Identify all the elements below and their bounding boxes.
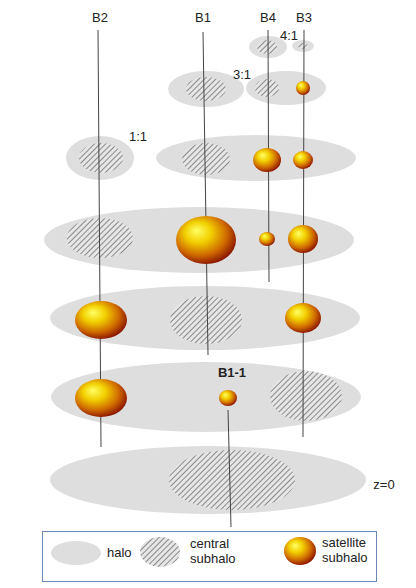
ratio-label: 3:1	[233, 68, 251, 83]
ratio-label: 4:1	[280, 29, 298, 44]
satellite-subhalo	[75, 301, 127, 339]
legend-text: satellite subhalo	[322, 536, 376, 566]
satellite-subhalo-sample	[284, 537, 316, 565]
central-subhalo	[169, 450, 295, 510]
central-subhalo	[182, 143, 230, 175]
satellite-subhalo	[288, 225, 318, 253]
satellite-subhalo	[296, 81, 310, 95]
redshift-label: z=0	[373, 478, 394, 493]
branch-label: B1	[195, 11, 211, 26]
satellite-subhalo	[176, 216, 236, 264]
central-subhalo	[257, 40, 277, 54]
central-subhalo	[170, 296, 242, 344]
branch-line	[228, 410, 231, 527]
legend-text: halo	[107, 546, 132, 561]
halo-ellipse	[50, 446, 366, 514]
satellite-subhalo	[293, 151, 313, 169]
central-subhalo	[186, 77, 226, 101]
satellite-subhalo	[75, 379, 127, 417]
satellite-subhalo	[253, 148, 281, 172]
branch-line	[203, 32, 208, 355]
branch-label: B4	[260, 11, 276, 26]
halo-ellipse	[51, 362, 361, 432]
central-subhalo-sample	[140, 537, 180, 567]
branch-label: B3	[296, 11, 312, 26]
halo-ellipse	[246, 71, 326, 105]
satellite-subhalo	[219, 390, 237, 406]
branch-label: B2	[92, 11, 108, 26]
legend-text: central subhalo	[190, 537, 252, 567]
central-subhalo	[79, 143, 123, 173]
halo-ellipse	[66, 136, 134, 180]
central-subhalo	[255, 79, 279, 97]
legend-frame	[43, 532, 377, 582]
central-subhalo	[298, 43, 308, 49]
central-subhalo	[270, 371, 342, 421]
legend-swatch	[51, 541, 101, 565]
satellite-subhalo	[285, 303, 321, 333]
ratio-label: 1:1	[129, 130, 147, 145]
halo-ellipse	[168, 71, 244, 107]
halo-ellipse	[156, 135, 356, 181]
satellite-subhalo	[259, 232, 275, 246]
branch-label: B1-1	[218, 366, 246, 381]
halo-ellipse	[50, 286, 360, 350]
halo-ellipse	[44, 207, 354, 273]
